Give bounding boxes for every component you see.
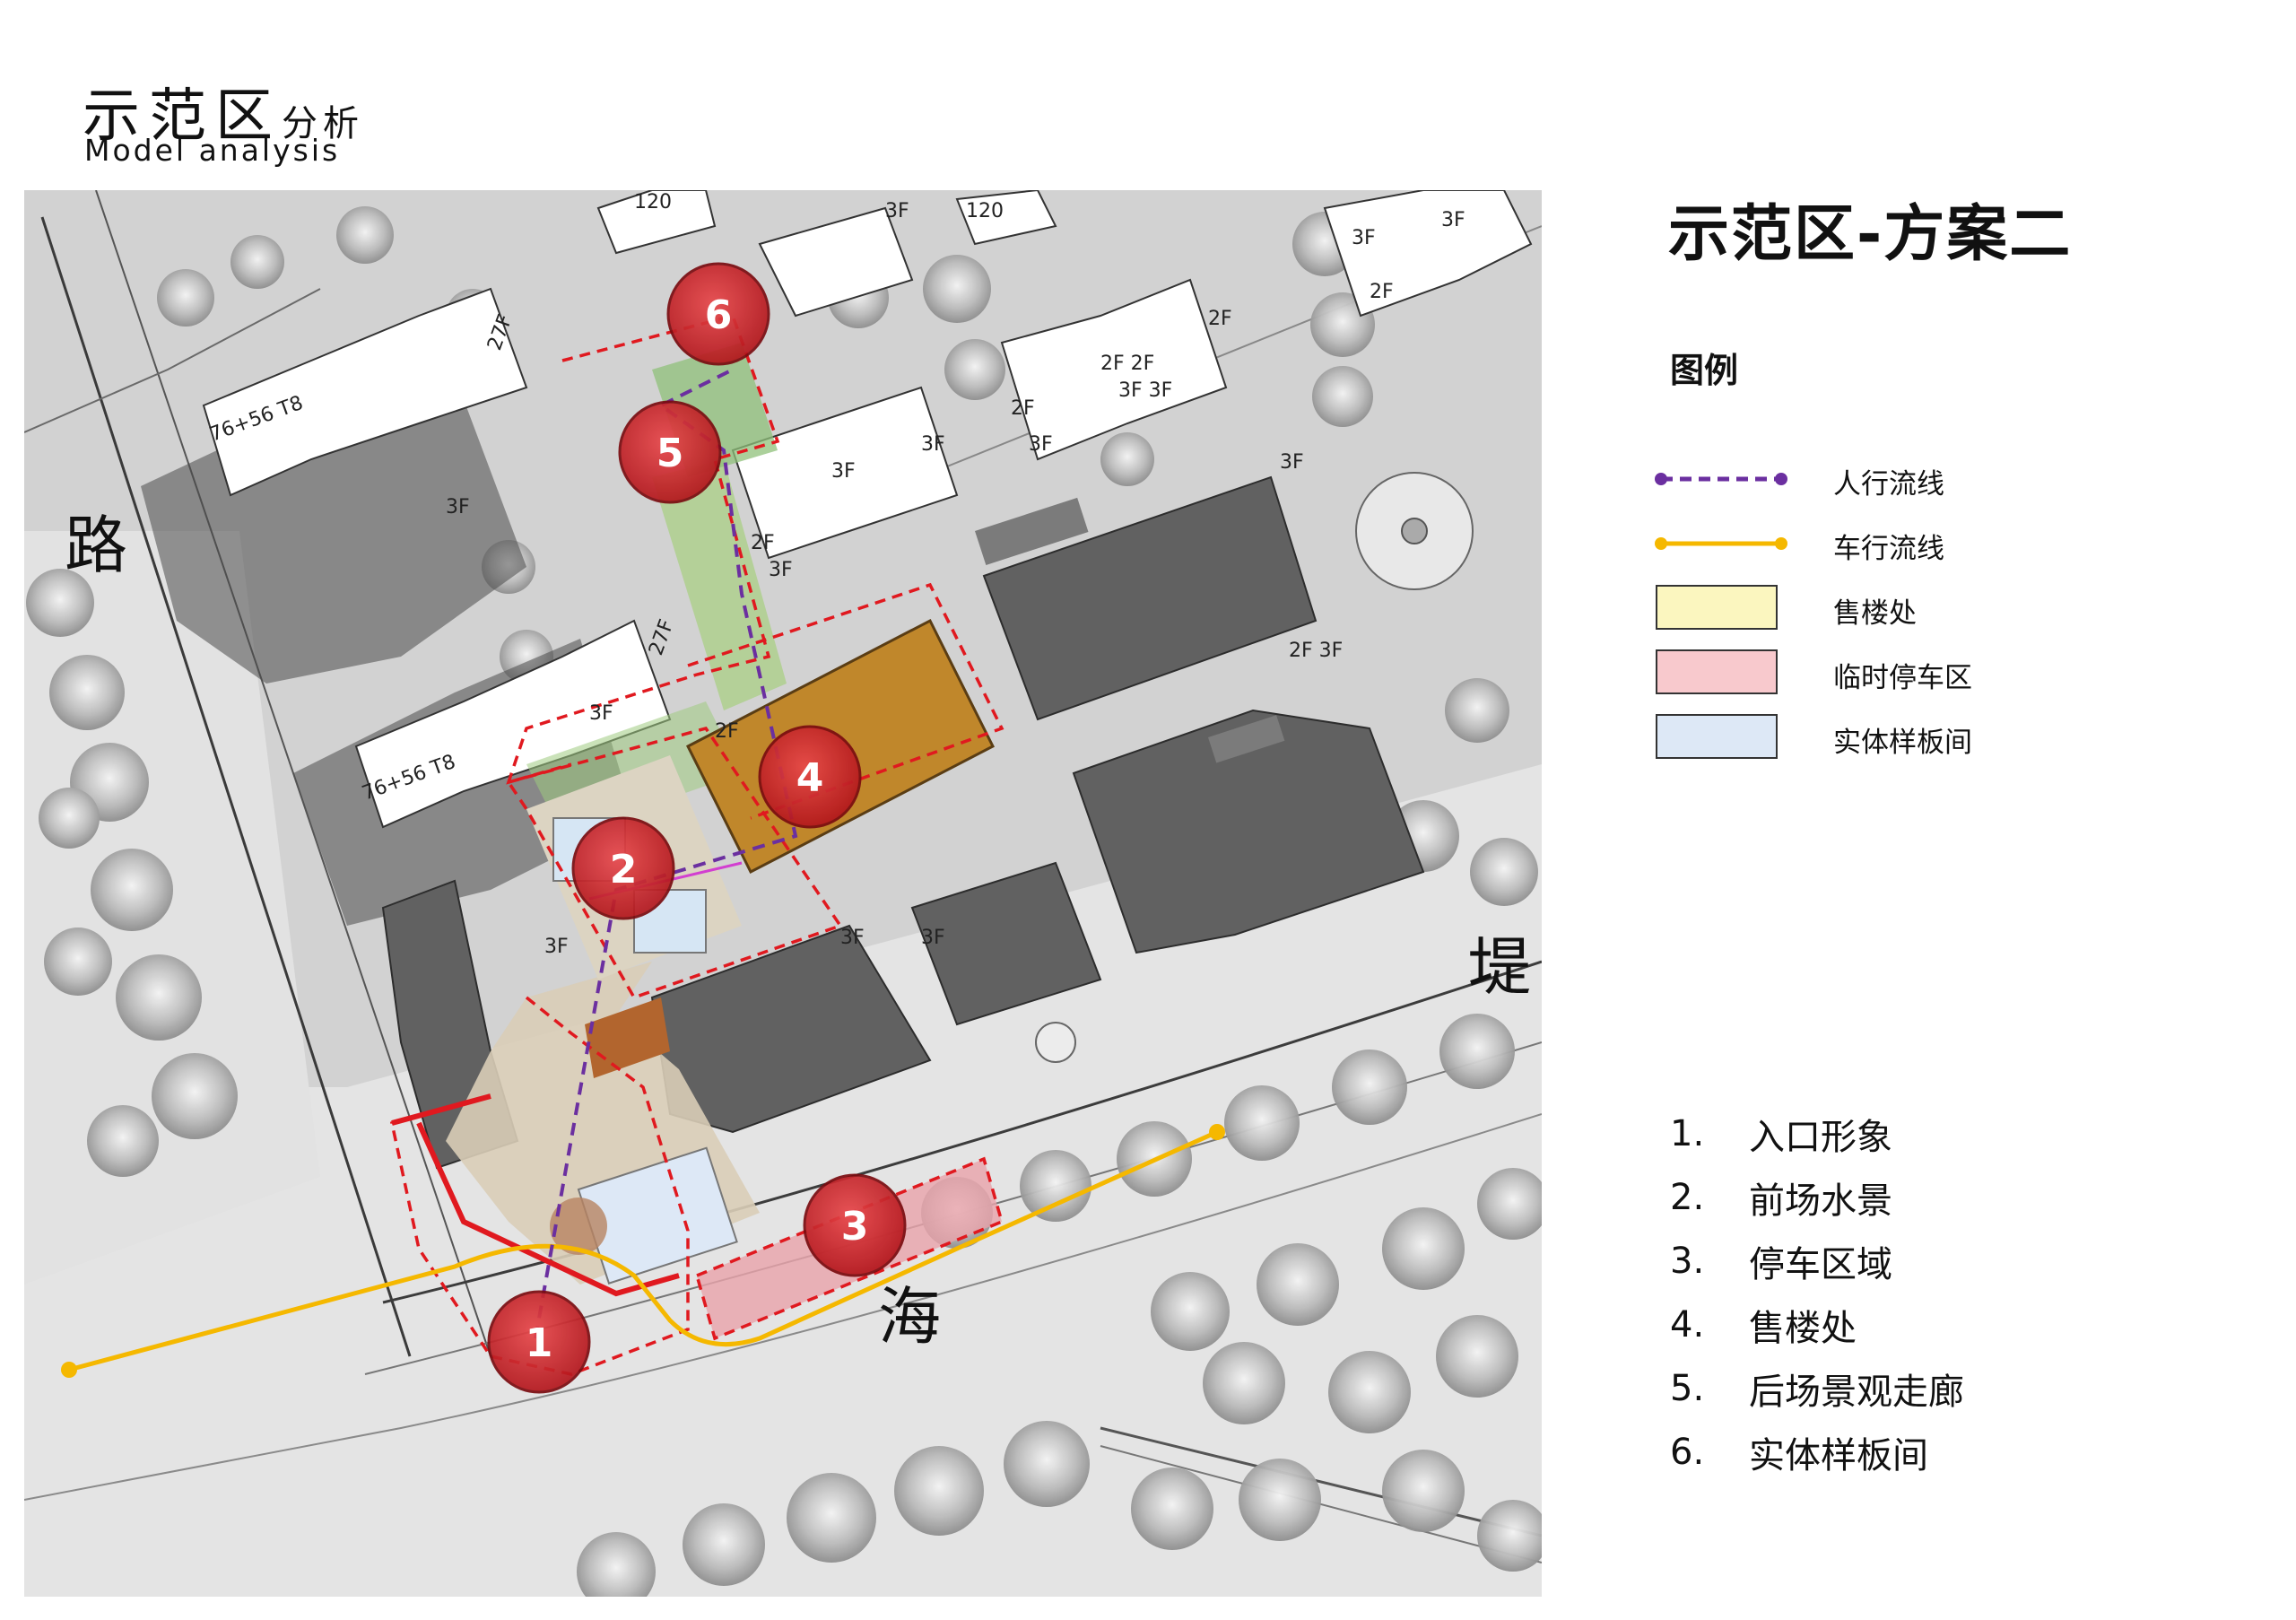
line-icon [1655, 537, 1787, 550]
building-label: 120 [634, 191, 672, 213]
list-item: 1.入口形象 [1670, 1112, 1892, 1158]
list-item: 3.停车区域 [1670, 1240, 1892, 1285]
header-subtitle-en: Model analysis [84, 133, 341, 168]
header-title-main: 示范区 [83, 83, 282, 150]
svg-text:4: 4 [796, 755, 824, 801]
building-label: 3F [544, 936, 569, 958]
building-label: 2F 3F [1289, 640, 1343, 662]
building-label: 2F [751, 532, 775, 554]
header-title-cn: 示范区分析 [83, 70, 364, 152]
legend-item-sales-office [1650, 583, 1794, 633]
building-label: 3F [589, 702, 613, 725]
site-plan-map: 27F 76+56 T8 27F 76+56 T8 3F 120 3F 2F 3… [24, 190, 1542, 1597]
road-label-hai: 海 [878, 1280, 941, 1354]
building-label: 2F [1011, 397, 1035, 420]
legend-item-model-room [1650, 712, 1794, 762]
building-label: 3F [921, 927, 945, 949]
building-label: 3F [831, 460, 856, 483]
legend-item-pedestrian [1650, 454, 1794, 504]
building-label: 3F [1280, 451, 1304, 474]
swatch-icon [1656, 649, 1778, 694]
legend-label: 人行流线 [1833, 468, 1944, 501]
marker-4: 4 [758, 725, 862, 829]
building-label: 3F [885, 200, 909, 222]
building-label: 120 [966, 200, 1004, 222]
swatch-icon [1656, 714, 1778, 759]
marker-5: 5 [618, 400, 722, 504]
panel-title: 示范区-方案二 [1668, 199, 2073, 270]
road-label-di: 堤 [1468, 930, 1531, 1004]
building-label: 3F [921, 433, 945, 456]
legend-item-parking [1650, 648, 1794, 698]
list-item: 2.前场水景 [1670, 1176, 1892, 1222]
marker-1: 1 [487, 1290, 591, 1394]
legend-item-vehicle [1650, 518, 1794, 569]
road-label-lu: 路 [65, 509, 127, 582]
legend-label: 实体样板间 [1833, 727, 1972, 759]
list-item: 6.实体样板间 [1670, 1431, 1928, 1476]
marker-3: 3 [803, 1173, 907, 1277]
legend-label: 售楼处 [1833, 597, 1917, 630]
svg-text:6: 6 [705, 292, 733, 338]
svg-text:5: 5 [657, 431, 684, 476]
header-title-sub: 分析 [282, 103, 364, 144]
building-label: 2F [1208, 308, 1232, 330]
list-item: 5.后场景观走廊 [1670, 1367, 1964, 1413]
building-label: 3F [1029, 433, 1053, 456]
building-label: 2F 2F [1100, 353, 1154, 375]
building-label: 3F [1441, 209, 1465, 231]
legend-label: 临时停车区 [1833, 662, 1972, 694]
building-label: 3F [840, 927, 865, 949]
site-plan-drawing: 27F 76+56 T8 27F 76+56 T8 3F 120 3F 2F 3… [24, 190, 1542, 1597]
building-label: 2F [715, 720, 739, 743]
numbered-list: 1.入口形象 2.前场水景 3.停车区域 4.售楼处 5.后场景观走廊 6.实体… [1670, 1102, 1964, 1484]
building-label: 3F [446, 496, 470, 518]
legend-label: 车行流线 [1833, 533, 1944, 565]
marker-2: 2 [571, 816, 675, 920]
building-label: 2F [1370, 281, 1394, 303]
marker-6: 6 [666, 262, 770, 366]
svg-text:1: 1 [526, 1320, 553, 1366]
svg-text:3: 3 [841, 1204, 869, 1250]
building-label: 3F [769, 559, 793, 581]
list-item: 4.售楼处 [1670, 1303, 1857, 1349]
dashed-line-icon [1655, 473, 1787, 485]
swatch-icon [1656, 585, 1778, 630]
building-label: 3F [1352, 227, 1376, 249]
svg-text:2: 2 [610, 847, 638, 893]
legend-title: 图例 [1670, 351, 1739, 390]
building-label: 3F 3F [1118, 379, 1172, 402]
